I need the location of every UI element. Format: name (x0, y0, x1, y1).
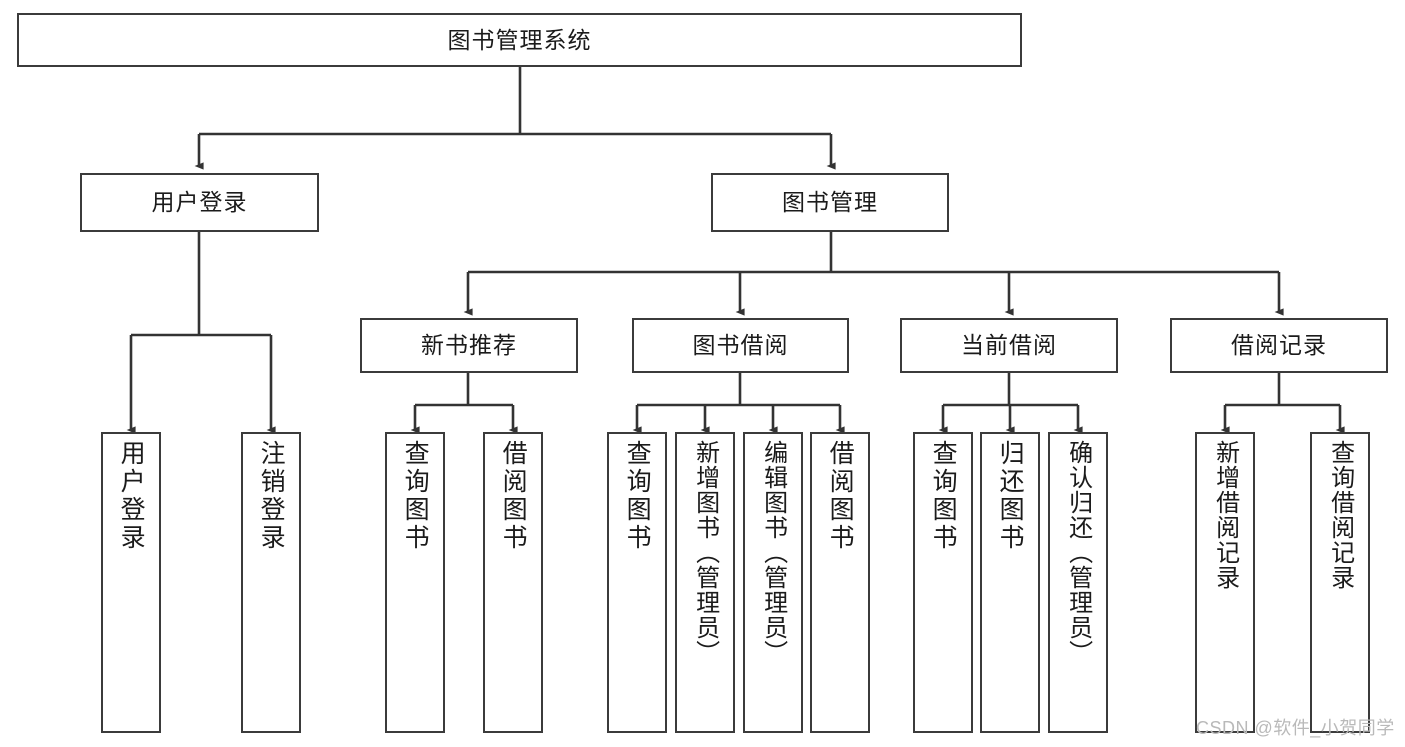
leaf-add-book-admin[interactable]: 新增图书（管理员） (675, 432, 735, 733)
node-label: 编辑图书（管理员） (759, 440, 787, 665)
node-user-login[interactable]: 用户登录 (80, 173, 319, 232)
leaf-query-book-1[interactable]: 查询图书 (385, 432, 445, 733)
node-new-book-recommend[interactable]: 新书推荐 (360, 318, 578, 373)
leaf-user-login[interactable]: 用户登录 (101, 432, 161, 733)
leaf-edit-book-admin[interactable]: 编辑图书（管理员） (743, 432, 803, 733)
node-label: 查询图书 (929, 440, 958, 552)
node-label: 确认归还（管理员） (1064, 440, 1092, 665)
leaf-logout[interactable]: 注销登录 (241, 432, 301, 733)
node-label: 新书推荐 (421, 332, 517, 359)
watermark-text: CSDN @软件_小贺同学 (1196, 718, 1395, 738)
node-label: 归还图书 (996, 440, 1025, 552)
node-label: 新增图书（管理员） (691, 440, 719, 665)
leaf-query-book-3[interactable]: 查询图书 (913, 432, 973, 733)
node-label: 图书管理系统 (447, 26, 592, 53)
node-label: 借阅图书 (826, 440, 855, 552)
node-current-borrow[interactable]: 当前借阅 (900, 318, 1118, 373)
node-label: 查询图书 (623, 440, 652, 552)
node-label: 新增借阅记录 (1211, 440, 1239, 590)
node-label: 图书管理 (782, 189, 878, 216)
leaf-confirm-return-admin[interactable]: 确认归还（管理员） (1048, 432, 1108, 733)
leaf-add-borrow-record[interactable]: 新增借阅记录 (1195, 432, 1255, 733)
leaf-borrow-book-1[interactable]: 借阅图书 (483, 432, 543, 733)
leaf-borrow-book-2[interactable]: 借阅图书 (810, 432, 870, 733)
node-label: 用户登录 (117, 440, 146, 552)
node-root-book-management-system[interactable]: 图书管理系统 (17, 13, 1022, 67)
node-label: 用户登录 (151, 189, 248, 216)
node-label: 借阅记录 (1231, 332, 1327, 359)
leaf-query-borrow-record[interactable]: 查询借阅记录 (1310, 432, 1370, 733)
node-label: 借阅图书 (499, 440, 528, 552)
node-label: 查询借阅记录 (1326, 440, 1354, 590)
node-label: 查询图书 (401, 440, 430, 552)
node-book-management[interactable]: 图书管理 (711, 173, 949, 232)
leaf-query-book-2[interactable]: 查询图书 (607, 432, 667, 733)
node-label: 注销登录 (257, 440, 286, 552)
node-label: 当前借阅 (961, 332, 1057, 359)
node-borrow-record[interactable]: 借阅记录 (1170, 318, 1388, 373)
leaf-return-book[interactable]: 归还图书 (980, 432, 1040, 733)
node-book-borrow[interactable]: 图书借阅 (632, 318, 849, 373)
node-label: 图书借阅 (692, 332, 789, 359)
